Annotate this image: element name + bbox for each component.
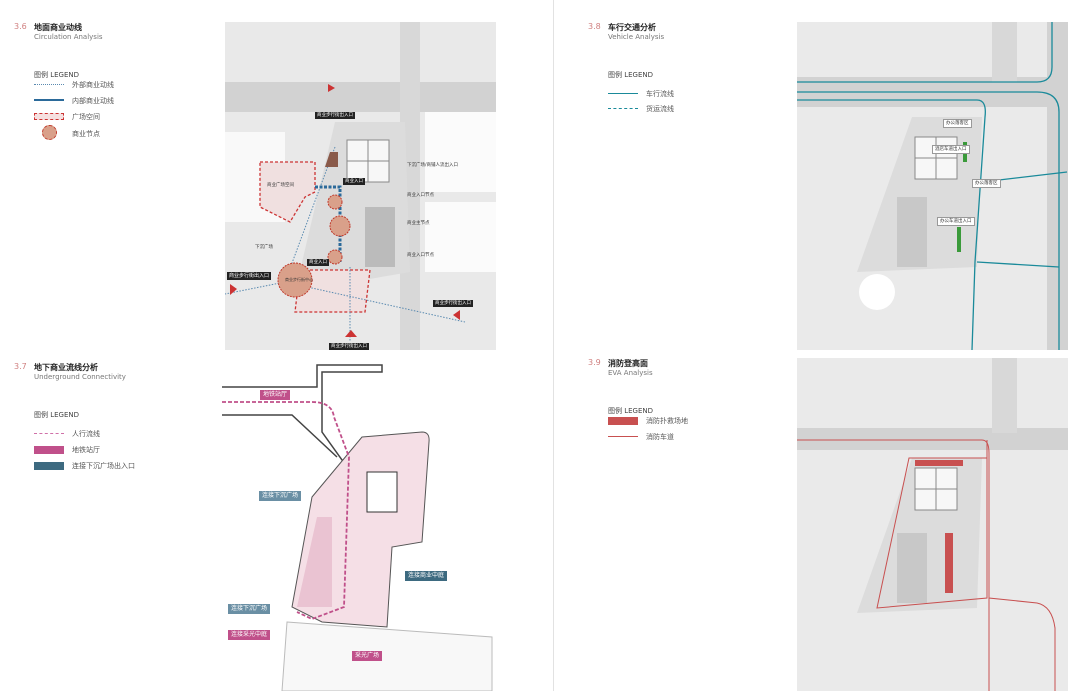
map-label: 办公车道出入口 [937,217,975,226]
eva-map [797,358,1068,691]
legend-title: 图例 LEGEND [34,411,80,419]
map-label: 连接采光中庭 [228,630,271,640]
section-title: 地面商业动线 [34,23,82,32]
map-label: 商业入口节点 [407,193,434,198]
bar-icon [608,417,638,425]
section-subtitle: Vehicle Analysis [608,33,665,41]
map-label: 连接商业中庭 [405,571,448,581]
map-label: 连接下沉广场 [259,491,302,501]
map-label: 办公落客区 [972,179,1001,188]
map-label: 地铁站厅 [260,390,291,400]
section-title: 地下商业流线分析 [34,363,98,372]
circle-icon [42,125,57,140]
dashed-rect-icon [34,113,64,120]
section-title: 车行交通分析 [608,23,656,32]
map-label: 办公落客区 [943,119,972,128]
map-label: 商业主节点 [407,221,430,226]
map-label: 商业入口 [307,259,329,266]
underground-map: 地铁站厅 连接下沉广场 连接商业中庭 连接下沉广场 连接采光中庭 采光广场 [222,357,496,691]
section-eva: 3.9 消防登高面 EVA Analysis 图例 LEGEND 消防扑救场地 … [588,358,688,441]
eva-plan-graphic [797,358,1068,691]
bar-icon [34,462,64,470]
map-label: 连接下沉广场 [228,604,271,614]
site-plan-graphic [225,22,496,350]
page-divider [553,0,554,691]
map-label: 采光广场 [352,651,383,661]
vehicle-map: 办公落客区 酒店车道出入口 办公落客区 办公车道出入口 [797,22,1068,350]
bar-icon [34,446,64,454]
section-underground: 3.7 地下商业流线分析 Underground Connectivity 图例… [14,362,135,470]
circulation-map: 商业步行街出入口 下沉广场/商铺人流出入口 商业入口 商业广场空间 商业入口节点… [225,22,496,350]
section-vehicle: 3.8 车行交通分析 Vehicle Analysis 图例 LEGEND 车行… [588,22,674,113]
map-label: 商业步行街出入口 [433,300,473,307]
section-circulation: 3.6 地面商业动线 Circulation Analysis 图例 LEGEN… [14,22,114,140]
dashed-line-icon [34,433,64,434]
solid-line-icon [608,436,638,437]
legend-title: 图例 LEGEND [34,71,80,79]
map-label: 商业步行街出入口 [315,112,355,119]
map-label: 商业入口节点 [407,253,434,258]
map-label: 商业广场空间 [267,183,294,188]
section-title: 消防登高面 [608,359,648,368]
map-label: 商业步行街出入口 [329,343,369,350]
section-subtitle: Circulation Analysis [34,33,103,41]
section-subtitle: Underground Connectivity [34,373,126,381]
vehicle-plan-graphic [797,22,1068,350]
map-label: 商业步行街中心 [285,277,313,282]
section-subtitle: EVA Analysis [608,369,653,377]
dotted-line-icon [34,84,64,85]
map-label: 酒店车道出入口 [932,145,970,154]
underground-plan-graphic [222,364,493,691]
map-label: 下沉广场/商铺人流出入口 [407,163,459,168]
solid-line-icon [608,93,638,94]
solid-line-icon [34,99,64,101]
legend-title: 图例 LEGEND [608,71,654,79]
legend-title: 图例 LEGEND [608,407,654,415]
map-label: 商业步行街出入口 [227,272,272,280]
section-number: 3.8 [588,22,601,31]
map-label: 下沉广场 [255,245,273,250]
section-number: 3.9 [588,358,601,367]
section-number: 3.6 [14,22,27,31]
map-label: 商业入口 [343,178,365,185]
dashed-line-icon [608,108,638,109]
section-number: 3.7 [14,362,27,371]
